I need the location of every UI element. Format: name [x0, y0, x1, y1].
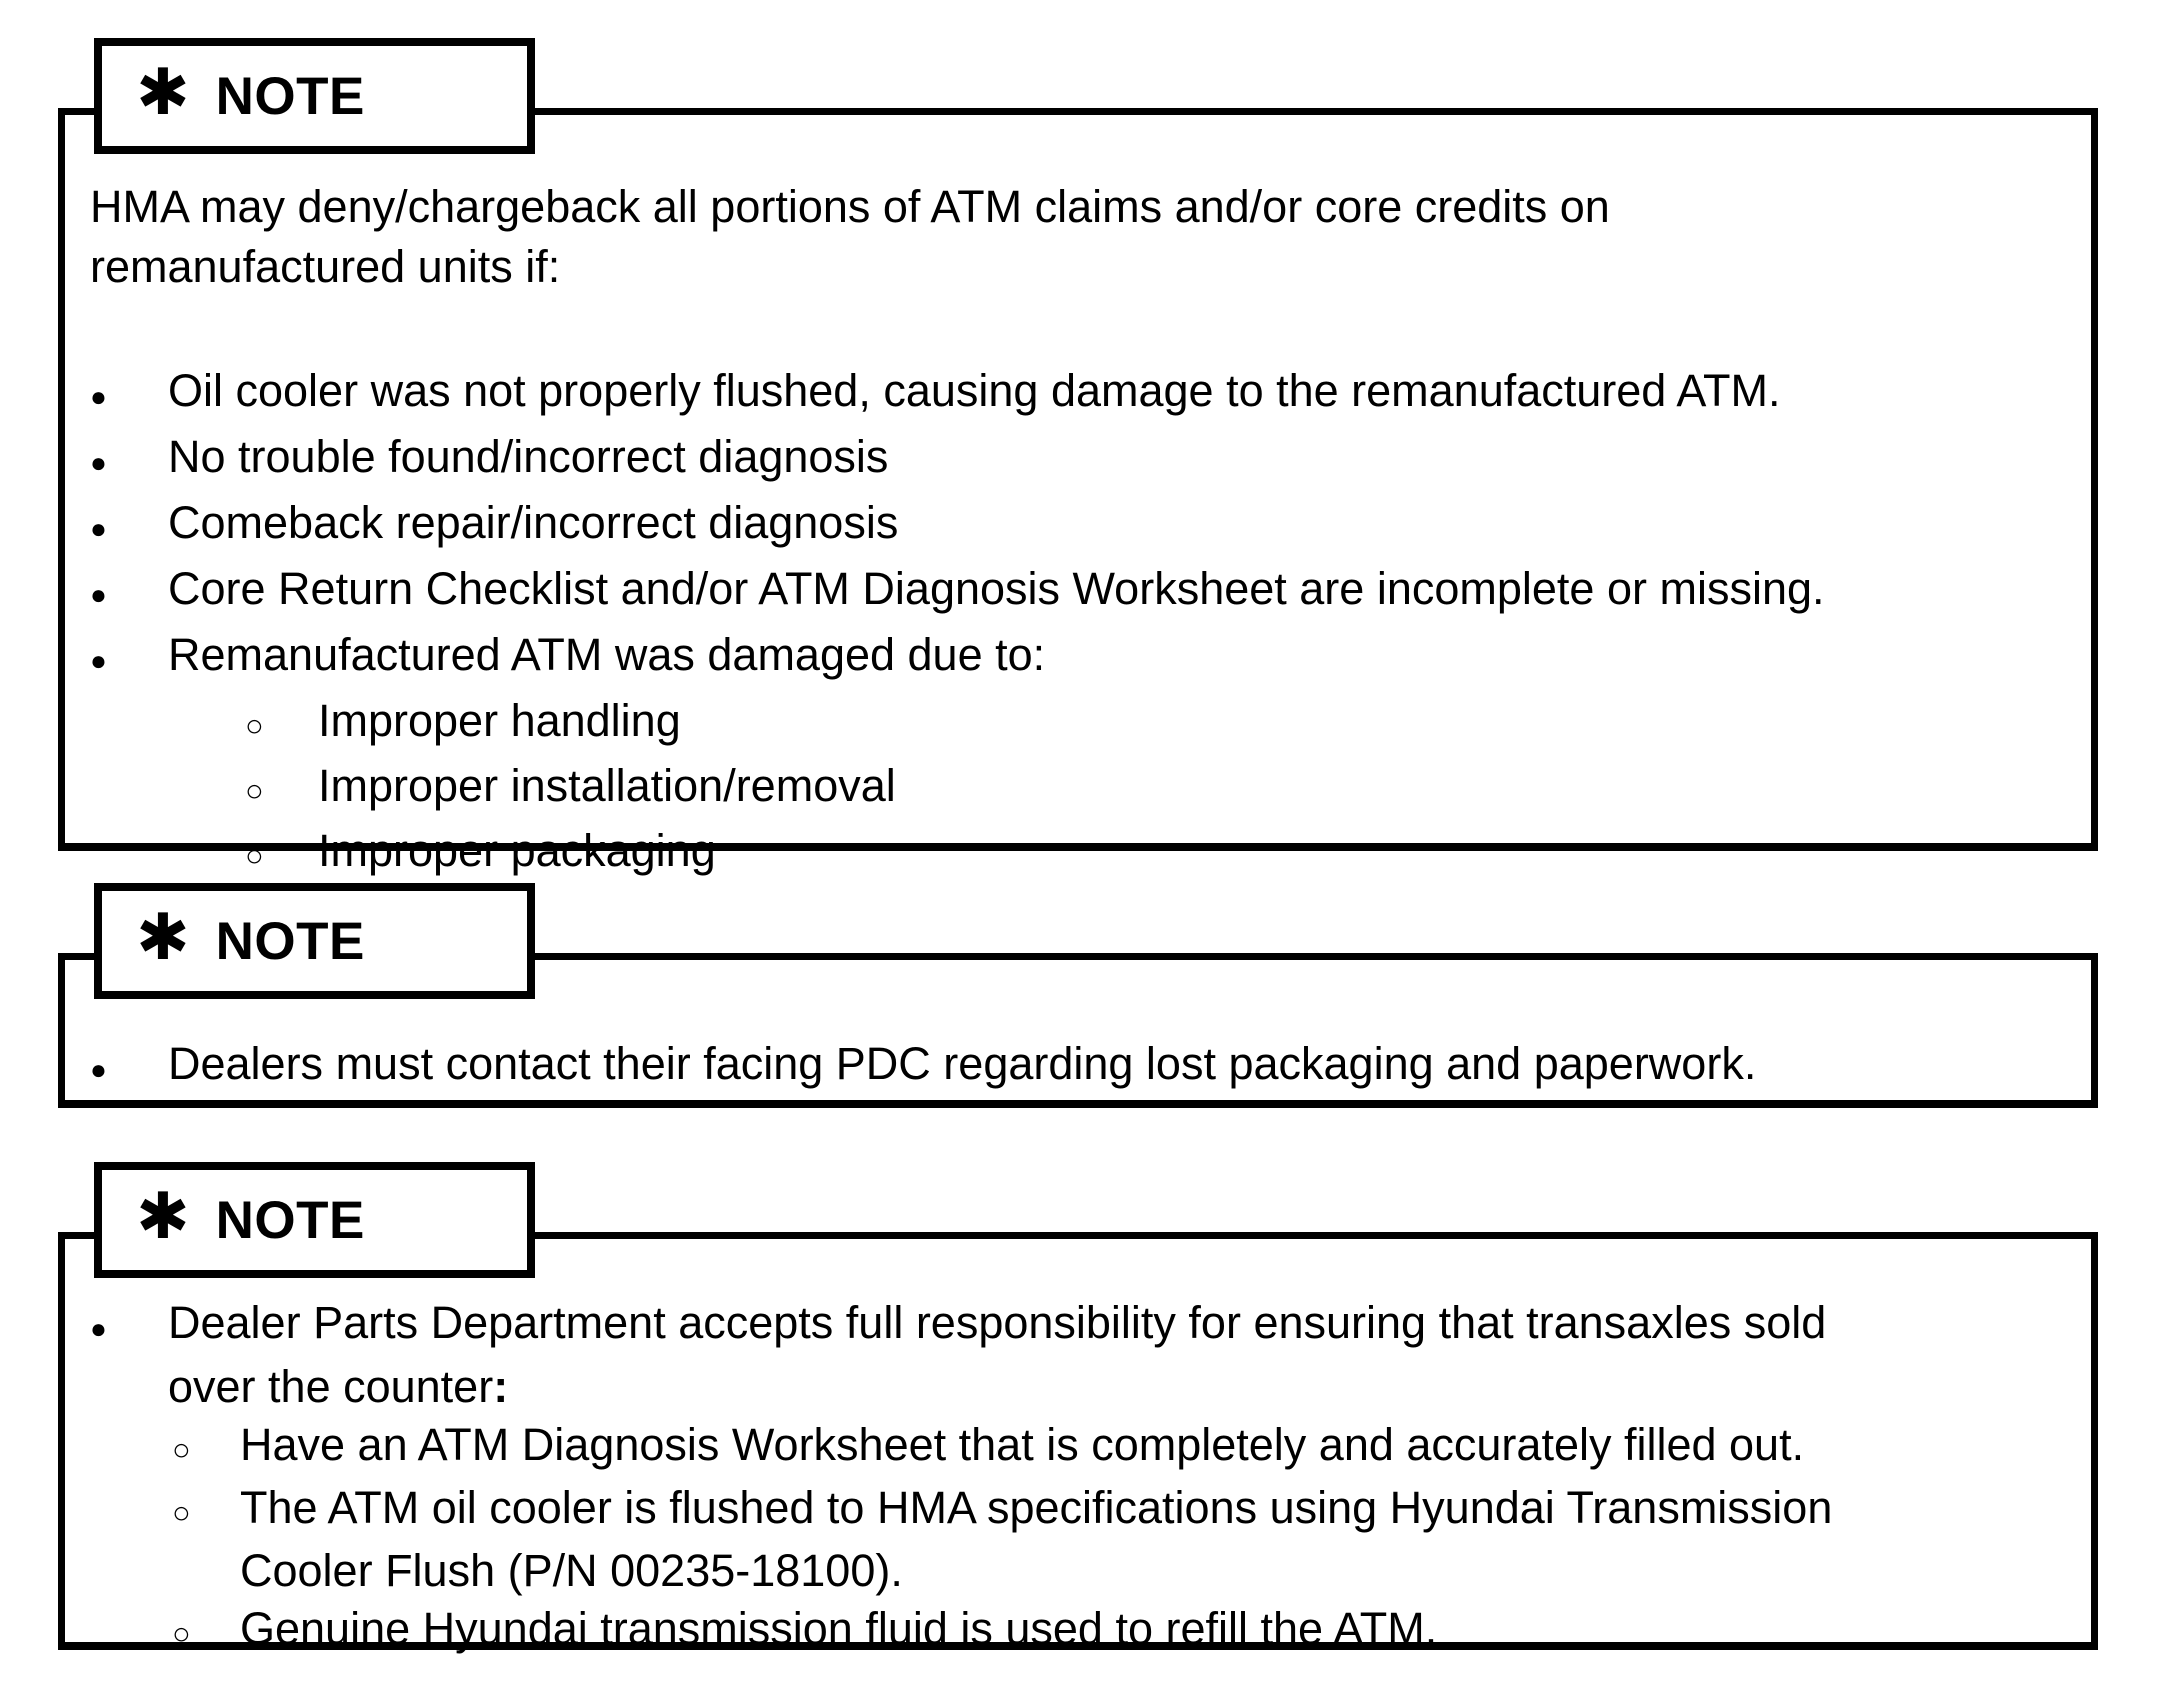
- bullet-item: ● Comeback repair/incorrect diagnosis: [90, 493, 2061, 559]
- note-content-2: ● Dealers must contact their facing PDC …: [65, 960, 2091, 1100]
- asterisk-icon: ✱: [136, 1180, 190, 1252]
- bullet-icon: ●: [90, 1313, 107, 1344]
- sub-bullet-text: Genuine Hyundai transmission fluid is us…: [240, 1603, 1438, 1654]
- bullet-item: ● Remanufactured ATM was damaged due to:: [90, 625, 2061, 691]
- sub-bullet-item: ○ Have an ATM Diagnosis Worksheet that i…: [90, 1416, 2061, 1479]
- bullet-text: Dealer Parts Department accepts full res…: [168, 1297, 1827, 1348]
- sub-bullet-text: Have an ATM Diagnosis Worksheet that is …: [240, 1419, 1805, 1470]
- note-tab-label: NOTE: [215, 1190, 365, 1250]
- intro-line: HMA may deny/chargeback all portions of …: [90, 181, 1610, 232]
- note-body-3: ● Dealer Parts Department accepts full r…: [58, 1232, 2098, 1654]
- note-tab-3: ✱ NOTE: [94, 1162, 535, 1278]
- sub-bullet-item: ○ The ATM oil cooler is flushed to HMA s…: [90, 1479, 2061, 1542]
- bullet-text: Oil cooler was not properly flushed, cau…: [168, 365, 1781, 416]
- circle-bullet-icon: ○: [245, 838, 264, 873]
- note-tab-2: ✱ NOTE: [94, 883, 535, 999]
- note-tab-1: ✱ NOTE: [94, 38, 535, 154]
- sub-bullet-item: ○ Improper handling: [90, 691, 2061, 756]
- bullet-icon: ●: [90, 579, 107, 610]
- asterisk-icon: ✱: [136, 901, 190, 973]
- sub-bullet-item: ○ Improper packaging: [90, 821, 2061, 886]
- bullet-text-continuation: over the counter:: [168, 1358, 2061, 1416]
- intro-line: remanufactured units if:: [90, 241, 561, 292]
- bullet-text: Comeback repair/incorrect diagnosis: [168, 497, 899, 548]
- sub-bullet-item: ○ Genuine Hyundai transmission fluid is …: [90, 1600, 2061, 1663]
- note-content-1: HMA may deny/chargeback all portions of …: [65, 115, 2091, 886]
- bullet-icon: ●: [90, 645, 107, 676]
- circle-bullet-icon: ○: [172, 1616, 191, 1651]
- bullet-item: ● Dealers must contact their facing PDC …: [90, 1034, 2061, 1100]
- circle-bullet-icon: ○: [245, 773, 264, 808]
- note-tab-label: NOTE: [215, 911, 365, 971]
- bullet-text: Core Return Checklist and/or ATM Diagnos…: [168, 563, 1825, 614]
- sub-bullet-text: Improper packaging: [318, 825, 716, 876]
- bullet-item: ● Dealer Parts Department accepts full r…: [90, 1294, 2061, 1358]
- sub-bullet-text: Improper handling: [318, 695, 681, 746]
- bullet-text: Remanufactured ATM was damaged due to:: [168, 629, 1046, 680]
- bullet-icon: ●: [90, 1054, 107, 1085]
- circle-bullet-icon: ○: [172, 1495, 191, 1530]
- sub-bullet-text: The ATM oil cooler is flushed to HMA spe…: [240, 1482, 1833, 1533]
- bullet-item: ● Oil cooler was not properly flushed, c…: [90, 361, 2061, 427]
- bullet-icon: ●: [90, 381, 107, 412]
- bullet-item: ● Core Return Checklist and/or ATM Diagn…: [90, 559, 2061, 625]
- bullet-text: No trouble found/incorrect diagnosis: [168, 431, 889, 482]
- note-body-1: HMA may deny/chargeback all portions of …: [58, 108, 2098, 876]
- circle-bullet-icon: ○: [245, 708, 264, 743]
- note-content-3: ● Dealer Parts Department accepts full r…: [65, 1239, 2091, 1663]
- bullet-item: ● No trouble found/incorrect diagnosis: [90, 427, 2061, 493]
- bold-colon: :: [493, 1361, 509, 1412]
- sub-bullet-text: Improper installation/removal: [318, 760, 896, 811]
- asterisk-icon: ✱: [136, 56, 190, 128]
- sub-bullet-text-continuation: Cooler Flush (P/N 00235-18100).: [240, 1545, 903, 1596]
- bullet-text: over the counter: [168, 1361, 494, 1412]
- circle-bullet-icon: ○: [172, 1432, 191, 1467]
- bullet-text: Dealers must contact their facing PDC re…: [168, 1038, 1757, 1089]
- sub-bullet-item: ○ Improper installation/removal: [90, 756, 2061, 821]
- bullet-list: ● Oil cooler was not properly flushed, c…: [90, 361, 2061, 886]
- bullet-icon: ●: [90, 513, 107, 544]
- note-tab-label: NOTE: [215, 66, 365, 126]
- bullet-icon: ●: [90, 447, 107, 478]
